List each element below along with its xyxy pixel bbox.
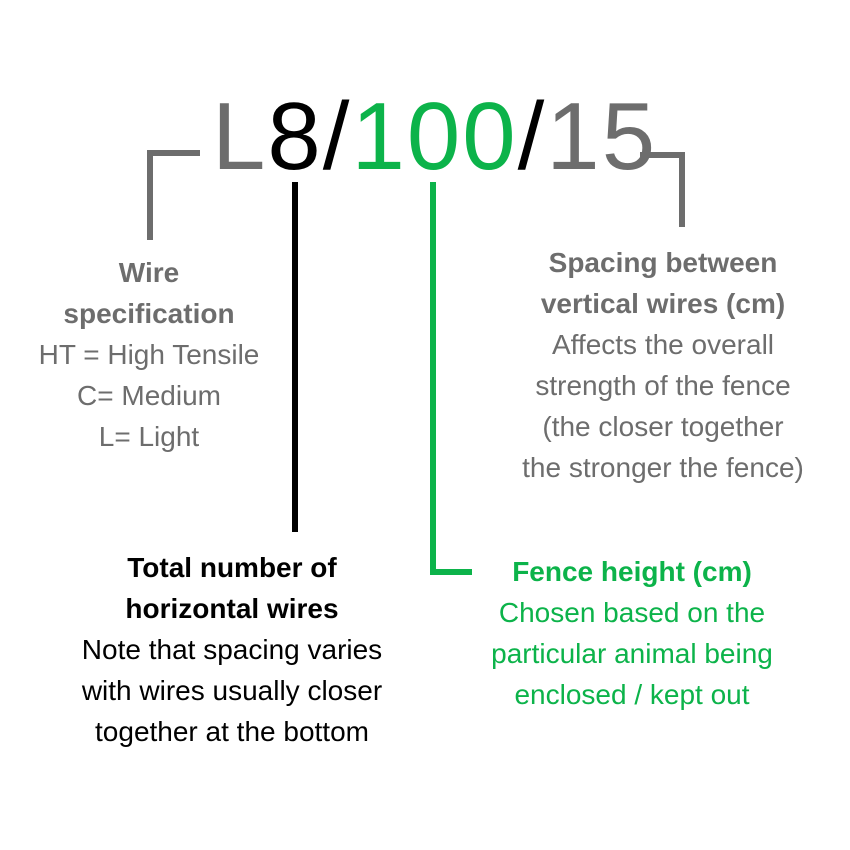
- spacing-heading: vertical wires (cm): [540, 288, 786, 319]
- horizontal-wires-block: Total number of horizontal wires Note th…: [32, 547, 432, 752]
- code-separator: /: [322, 83, 352, 190]
- horizontal-heading: Total number of: [127, 552, 337, 583]
- left-bracket-h: [147, 150, 200, 156]
- horizontal-line: Note that spacing varies: [81, 634, 383, 665]
- horizontal-heading: horizontal wires: [125, 593, 339, 624]
- left-bracket-v: [147, 150, 153, 240]
- spacing-line: Affects the overall: [551, 329, 775, 360]
- height-line: enclosed / kept out: [514, 679, 750, 710]
- right-bracket-v: [679, 152, 685, 227]
- spacing-line: the stronger the fence): [522, 452, 804, 483]
- spacing-heading: Spacing between: [548, 247, 778, 278]
- code-spacing: 15: [546, 83, 658, 190]
- wire-spec-heading: Wire: [118, 257, 180, 288]
- wire-spec-heading: specification: [63, 298, 235, 329]
- spacing-line: (the closer together: [542, 411, 784, 442]
- fence-height-block: Fence height (cm) Chosen based on the pa…: [452, 551, 812, 715]
- height-line: Chosen based on the: [498, 597, 766, 628]
- wire-spec-line: L= Light: [98, 421, 200, 452]
- height-heading: Fence height (cm): [512, 556, 752, 587]
- right-bracket-h: [640, 152, 685, 158]
- height-line: particular animal being: [491, 638, 773, 669]
- wire-spec-block: Wire specification HT = High Tensile C= …: [0, 252, 298, 457]
- green-connector-h: [430, 569, 472, 575]
- black-connector: [292, 182, 298, 532]
- spacing-line: strength of the fence: [535, 370, 791, 401]
- horizontal-line: together at the bottom: [95, 716, 369, 747]
- wire-spec-line: HT = High Tensile: [38, 339, 260, 370]
- spacing-block: Spacing between vertical wires (cm) Affe…: [483, 242, 843, 488]
- code-separator: /: [517, 83, 547, 190]
- green-connector-v: [430, 182, 436, 575]
- code-wire-spec: L: [212, 83, 268, 190]
- fence-code: L8/100/15: [212, 82, 657, 192]
- code-height: 100: [351, 83, 518, 190]
- wire-spec-line: C= Medium: [77, 380, 221, 411]
- code-horizontal-wires: 8: [267, 83, 323, 190]
- horizontal-line: with wires usually closer: [81, 675, 383, 706]
